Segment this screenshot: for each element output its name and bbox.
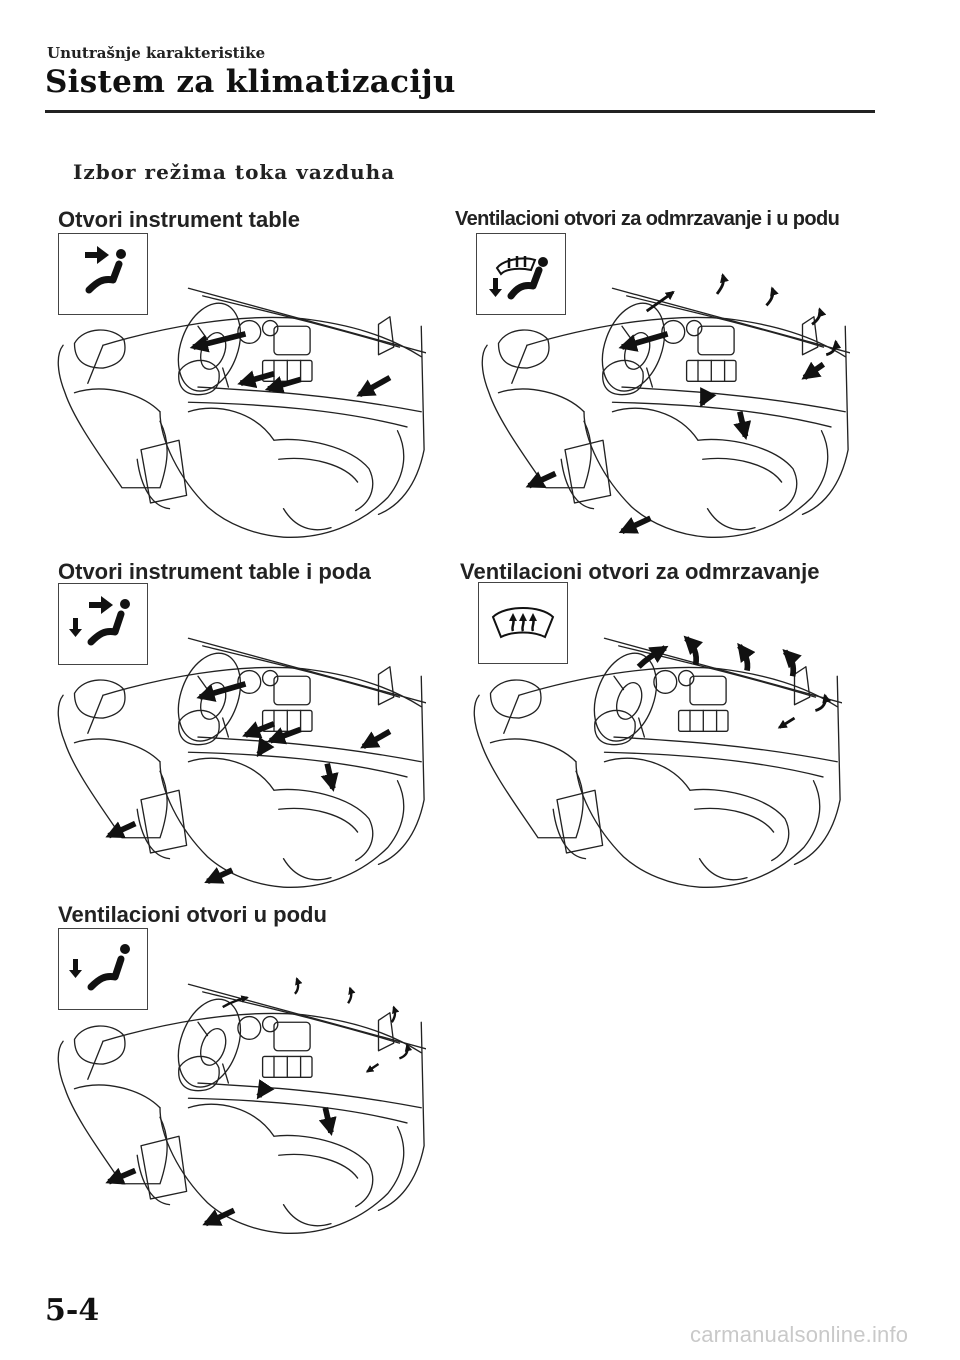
subheading: Izbor režima toka vazduha <box>73 160 396 184</box>
page-number: 5-4 <box>45 1293 100 1328</box>
panel-vent-icon <box>85 246 126 294</box>
mode-icon-box-defrost-floor <box>476 233 566 315</box>
cabin-illustration-defrost-floor <box>470 262 850 552</box>
cabin-illustration-panel-floor <box>46 612 426 902</box>
cabin-illustration-defrost <box>462 612 842 902</box>
mode-icon-box-floor <box>58 928 148 1010</box>
mode-caption-defrost: Ventilacioni otvori za odmrzavanje <box>460 559 820 584</box>
mode-icon-box-panel <box>58 233 148 315</box>
mode-icon-box-panel-floor <box>58 583 148 665</box>
panel-floor-vent-icon <box>69 596 130 646</box>
mode-caption-defrost-floor: Ventilacioni otvori za odmrzavanje i u p… <box>455 208 840 230</box>
page-title: Sistem za klimatizaciju <box>45 64 456 100</box>
windshield-defrost-icon <box>491 607 555 639</box>
section-label: Unutrašnje karakteristike <box>47 44 266 62</box>
floor-vent-icon <box>69 944 130 991</box>
defrost-floor-icon <box>489 256 548 300</box>
mode-caption-floor: Ventilacioni otvori u podu <box>58 902 327 927</box>
title-rule <box>45 110 875 113</box>
mode-caption-panel-floor: Otvori instrument table i poda <box>58 559 371 584</box>
mode-icon-box-defrost <box>478 582 568 664</box>
cabin-illustration-floor <box>46 958 426 1248</box>
watermark: carmanualsonline.info <box>690 1322 909 1347</box>
mode-caption-panel: Otvori instrument table <box>58 207 301 232</box>
cabin-illustration-panel <box>46 262 426 552</box>
